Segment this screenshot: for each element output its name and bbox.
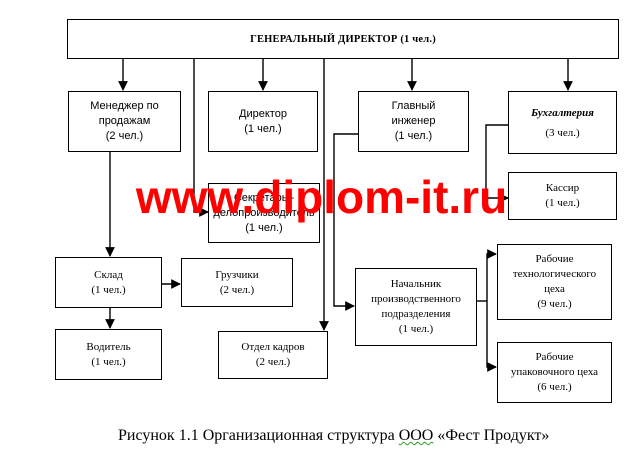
node-label: (2 чел.)	[255, 356, 291, 368]
node-label: Грузчики	[215, 268, 259, 281]
node-sales-manager: Менеджер по продажам (2 чел.)	[68, 91, 181, 152]
node-chief-engineer: Главный инженер (1 чел.)	[358, 91, 469, 152]
node-label: производственного	[371, 293, 461, 305]
node-label: Бухгалтерия	[531, 106, 594, 119]
node-label: (6 чел.)	[537, 381, 572, 393]
node-label: (9 чел.)	[537, 298, 572, 310]
node-label: ГЕНЕРАЛЬНЫЙ ДИРЕКТОР (1 чел.)	[250, 33, 436, 45]
node-pack-workers: Рабочие упаковочного цеха (6 чел.)	[497, 342, 612, 403]
node-label: (3 чел.)	[545, 126, 580, 139]
node-driver: Водитель (1 чел.)	[55, 329, 162, 380]
node-hr: Отдел кадров (2 чел.)	[218, 331, 328, 379]
node-label: Кассир	[545, 182, 580, 194]
node-label: (1 чел.)	[394, 130, 433, 142]
caption-org: ООО	[398, 427, 434, 444]
node-accounting: Бухгалтерия (3 чел.)	[508, 91, 617, 154]
node-label: технологического	[512, 268, 597, 280]
node-label: (2 чел.)	[105, 130, 144, 142]
node-label: Рабочие	[535, 253, 574, 265]
connector-engineer-to-production	[333, 133, 358, 311]
node-label: Отдел кадров	[241, 341, 305, 353]
node-label: цеха	[544, 283, 565, 295]
connector-production-to-pack	[486, 301, 497, 372]
node-label: (1 чел.)	[244, 122, 282, 135]
node-label: подразделения	[381, 308, 451, 320]
node-label: Главный	[391, 100, 436, 112]
node-director: Директор (1 чел.)	[208, 91, 318, 152]
node-label: продажам	[98, 115, 151, 127]
node-cashier: Кассир (1 чел.)	[508, 172, 617, 220]
node-label: (1 чел.)	[545, 197, 580, 209]
connector-accounting-to-cashier	[485, 124, 509, 203]
node-general-director: ГЕНЕРАЛЬНЫЙ ДИРЕКТОР (1 чел.)	[67, 19, 619, 59]
node-label: Директор	[239, 107, 287, 120]
watermark-url: www.diplom-it.ru	[135, 171, 508, 223]
node-label: упаковочного цеха	[510, 366, 599, 378]
figure-caption: Рисунок 1.1 Организационная структура ОО…	[118, 427, 549, 445]
node-label: (1 чел.)	[91, 355, 126, 368]
node-label: (1 чел.)	[245, 221, 283, 234]
node-label: (1 чел.)	[91, 283, 126, 296]
caption-suffix: «Фест Продукт»	[433, 427, 550, 444]
node-label: Склад	[94, 268, 123, 281]
node-label: (2 чел.)	[219, 283, 255, 296]
node-label: инженер	[391, 115, 436, 127]
caption-prefix: Рисунок 1.1 Организационная структура	[118, 427, 399, 444]
node-label: Водитель	[86, 340, 131, 353]
node-label: Секретарь -	[233, 191, 295, 204]
node-production-head: Начальник производственного подразделени…	[355, 268, 477, 346]
node-label: Начальник	[390, 278, 442, 290]
connector-gen-to-secretary	[193, 59, 209, 217]
node-label: Рабочие	[535, 351, 574, 363]
node-loaders: Грузчики (2 чел.)	[181, 258, 293, 307]
node-secretary: Секретарь - делопроизводитель (1 чел.)	[208, 183, 320, 243]
connector-production-to-tech	[486, 249, 497, 301]
node-label: (1 чел.)	[398, 323, 434, 335]
node-label: Менеджер по	[90, 100, 159, 112]
node-warehouse: Склад (1 чел.)	[55, 257, 162, 308]
node-tech-workers: Рабочие технологического цеха (9 чел.)	[497, 244, 612, 320]
node-label: делопроизводитель	[213, 206, 315, 219]
